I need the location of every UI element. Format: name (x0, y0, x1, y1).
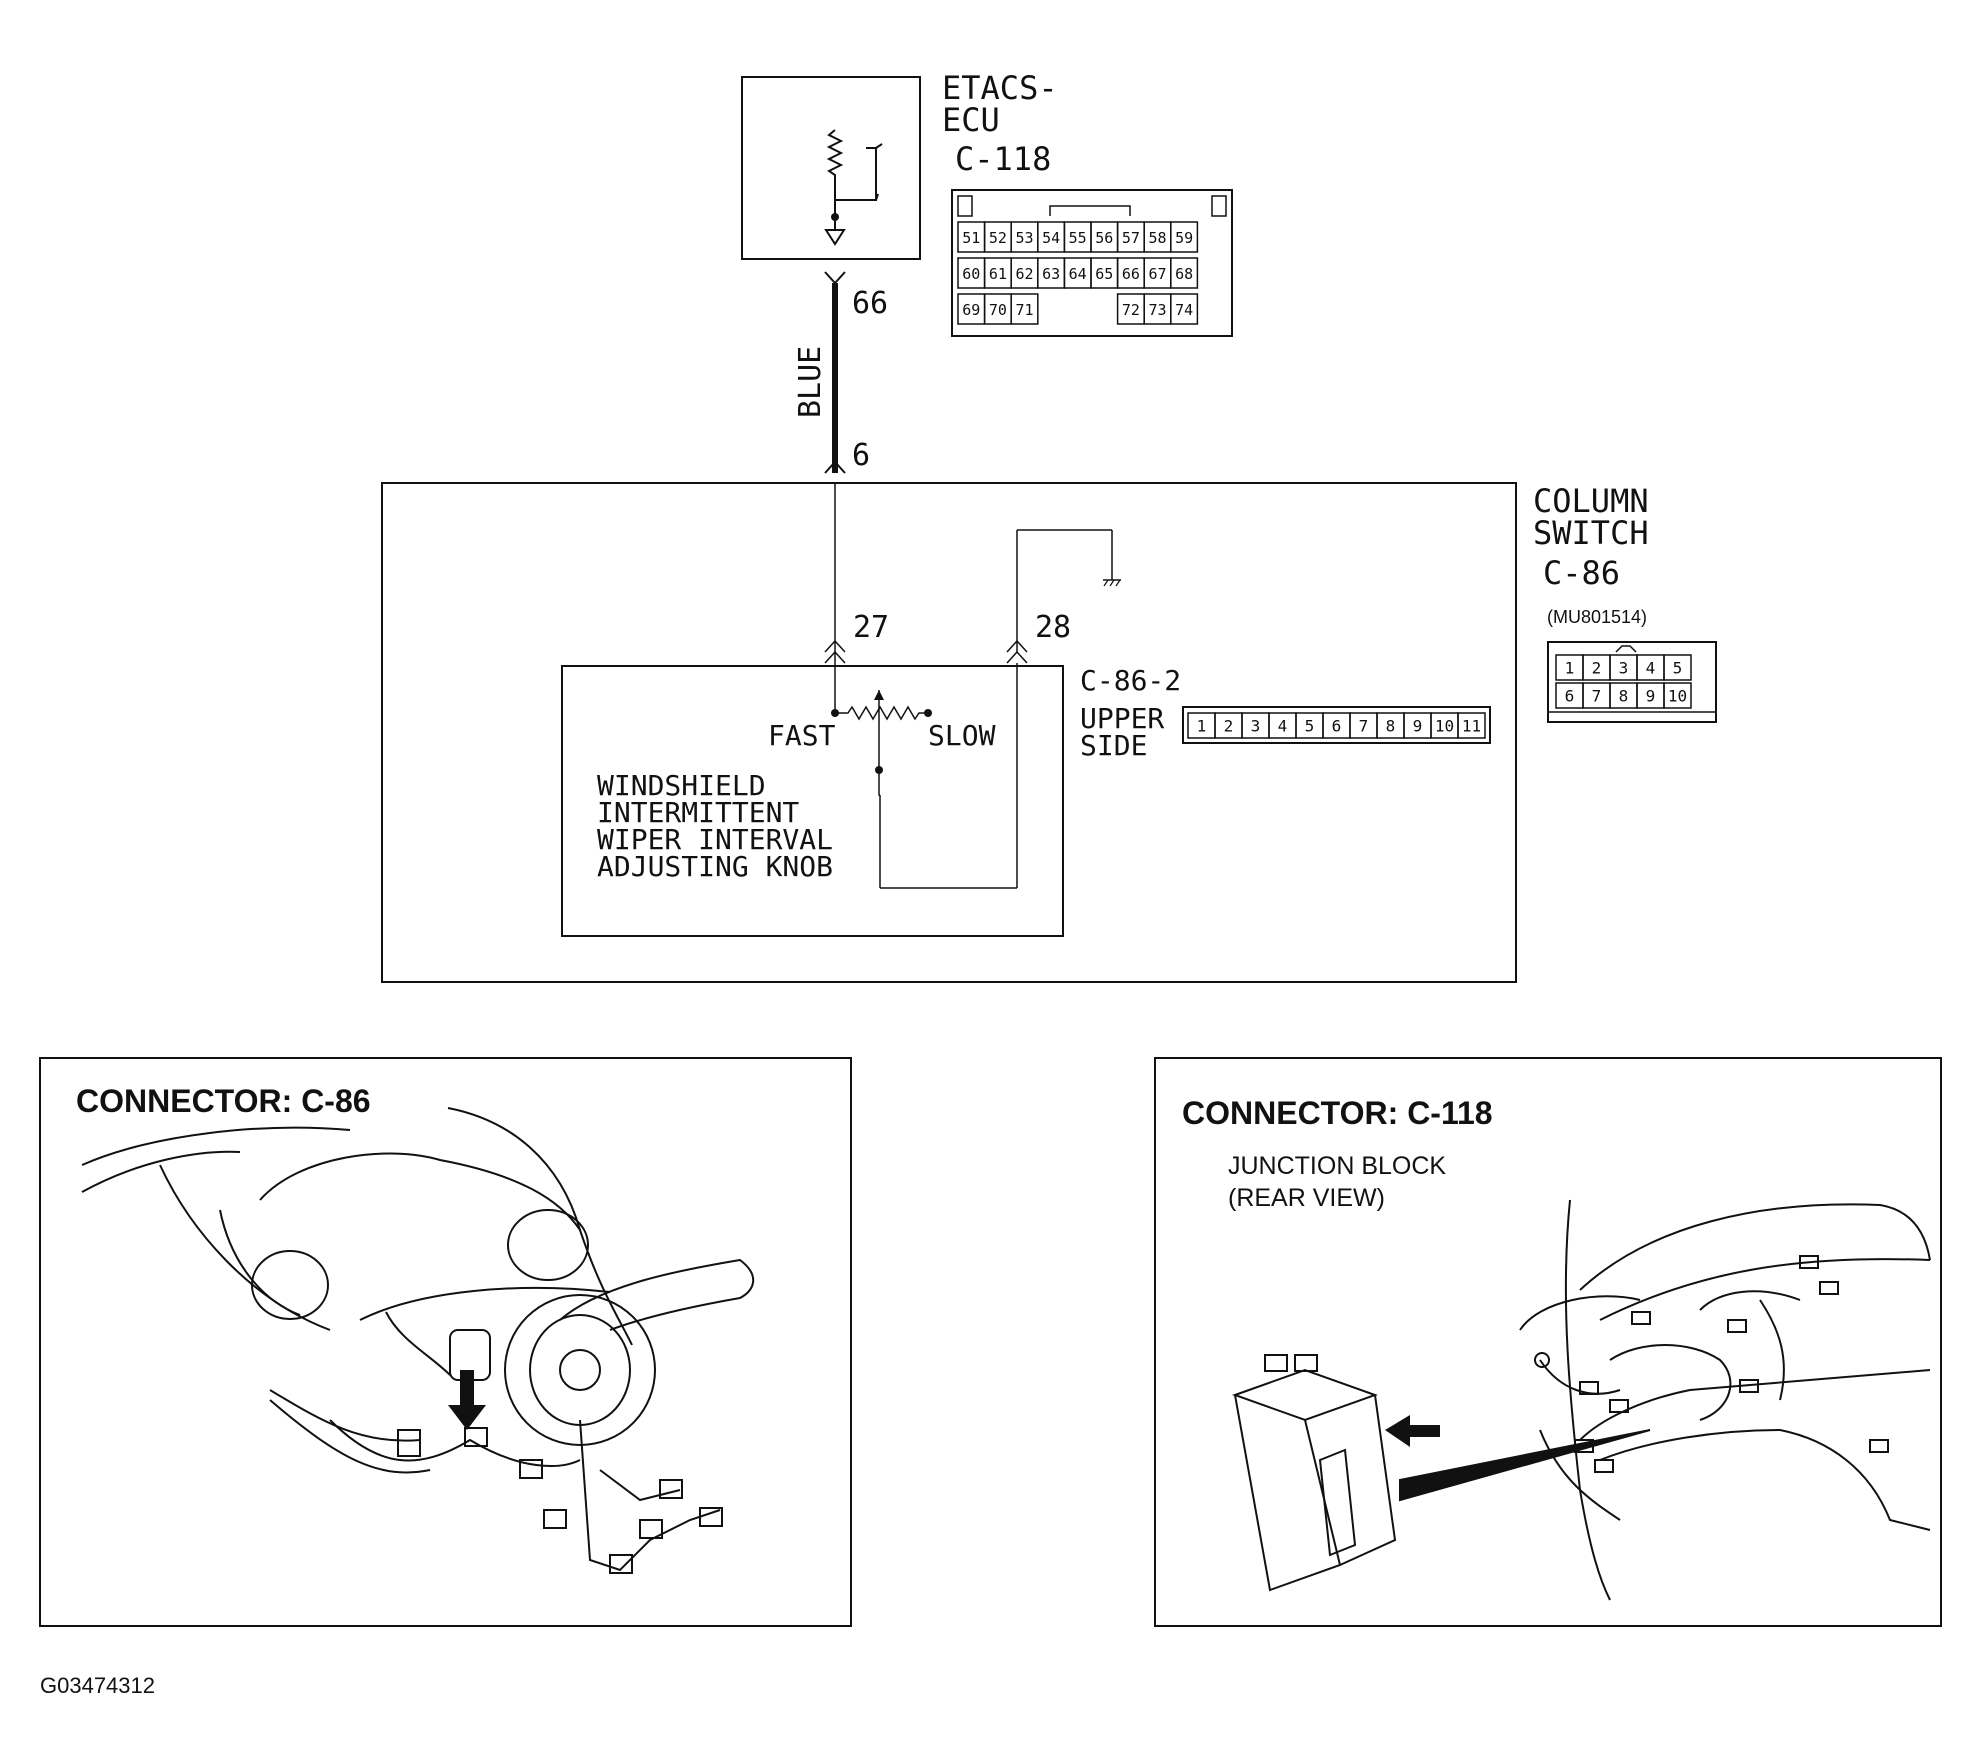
pin-number: 64 (1069, 265, 1087, 283)
pin-number: 74 (1175, 301, 1193, 319)
pin-number: 55 (1069, 229, 1087, 247)
ecu-connector-id: C-118 (955, 140, 1051, 178)
pin-number: 57 (1122, 229, 1140, 247)
pin-number: 6 (1332, 717, 1342, 736)
pin-number: 62 (1015, 265, 1033, 283)
pin-number: 2 (1224, 717, 1234, 736)
pin-number: 7 (1359, 717, 1369, 736)
pin-number: 67 (1148, 265, 1166, 283)
column-switch-part-number: (MU801514) (1547, 607, 1647, 627)
sub-connector-label-line1: UPPER (1080, 702, 1164, 735)
junction-block-caption-line1: JUNCTION BLOCK (1228, 1152, 1446, 1180)
pin-number: 1 (1565, 659, 1575, 678)
pin-number: 8 (1386, 717, 1396, 736)
pin-number: 51 (962, 229, 980, 247)
wire-color-label: BLUE (793, 346, 828, 418)
pin-number: 9 (1646, 687, 1656, 706)
pin-number: 56 (1095, 229, 1113, 247)
ground-icon (1103, 579, 1121, 587)
pin-number: 10 (1668, 687, 1687, 706)
column-switch-block (381, 482, 1517, 983)
pin-number: 72 (1122, 301, 1140, 319)
column-switch-title-line2: SWITCH (1533, 514, 1649, 552)
pin-number: 11 (1462, 717, 1481, 736)
pin-number: 68 (1175, 265, 1193, 283)
column-switch-connector-id: C-86 (1543, 554, 1620, 592)
pin-number: 54 (1042, 229, 1060, 247)
junction-block-icon (1232, 1354, 1651, 1592)
pin-number: 53 (1015, 229, 1033, 247)
steering-column-illustration (81, 1107, 755, 1574)
pin-number: 58 (1148, 229, 1166, 247)
column-switch-pin-6-label: 6 (852, 438, 870, 473)
pin-number: 4 (1278, 717, 1288, 736)
ecu-pin-grid: 51 52 53 54 55 56 57 58 59 60 61 62 63 64 65 66 67 68 69 70… (957, 221, 1199, 325)
ecu-title-line1: ETACS- (942, 69, 1058, 107)
connector-c118-panel (1154, 1057, 1942, 1627)
pin-number: 65 (1095, 265, 1113, 283)
pin-number: 8 (1619, 687, 1629, 706)
pin-number: 9 (1413, 717, 1423, 736)
pin-number: 69 (962, 301, 980, 319)
column-switch-pin-28-label: 28 (1035, 610, 1071, 645)
column-switch-title-line1: COLUMN (1533, 482, 1649, 520)
pointer-arrow-icon (1385, 1415, 1440, 1447)
pin-cell (1170, 257, 1199, 289)
connector-c86-title: CONNECTOR: C-86 (76, 1083, 371, 1119)
pin-cell (1170, 221, 1199, 253)
sub-connector-label-line2: SIDE (1080, 729, 1147, 762)
pin-number: 2 (1592, 659, 1602, 678)
pin-number: 6 (1565, 687, 1575, 706)
pin-number: 61 (989, 265, 1007, 283)
connector-c118-title: CONNECTOR: C-118 (1182, 1095, 1493, 1131)
junction-block-caption-line2: (REAR VIEW) (1228, 1184, 1385, 1212)
pin-number: 70 (989, 301, 1007, 319)
pin-number: 5 (1673, 659, 1683, 678)
pin-number: 3 (1251, 717, 1261, 736)
knob-name-line1: WINDSHIELD (597, 769, 766, 802)
pin-cell (1170, 293, 1199, 325)
arrow-icon (448, 1370, 486, 1430)
pin-number: 52 (989, 229, 1007, 247)
pin-number: 3 (1619, 659, 1629, 678)
ecu-pin-66-label: 66 (852, 286, 888, 321)
ecu-block (741, 76, 921, 260)
blue-wire (824, 271, 846, 474)
pin-number: 66 (1122, 265, 1140, 283)
pin-cell (1663, 654, 1692, 681)
pin-number: 59 (1175, 229, 1193, 247)
pin-number: 73 (1148, 301, 1166, 319)
pin-number: 71 (1015, 301, 1033, 319)
knob-name-line4: ADJUSTING KNOB (597, 850, 833, 883)
ecu-connector-face: 51 52 53 54 55 56 57 58 59 60 61 62 63 64 65 66 67 68 69 70… (951, 189, 1233, 337)
fast-label: FAST (768, 719, 836, 752)
knob-name-line2: INTERMITTENT (597, 796, 799, 829)
pin-number: 63 (1042, 265, 1060, 283)
potentiometer-icon (831, 663, 1018, 889)
dashboard-illustration (1519, 1199, 1931, 1601)
pin-number: 60 (962, 265, 980, 283)
pin-cell (1010, 293, 1039, 325)
pin-number: 10 (1435, 717, 1454, 736)
adjusting-knob-block (561, 665, 1064, 937)
pin-number: 1 (1197, 717, 1207, 736)
pin-number: 4 (1646, 659, 1656, 678)
pin-number: 5 (1305, 717, 1315, 736)
column-switch-internal-wiring (824, 483, 1121, 664)
sub-connector-id: C-86-2 (1080, 664, 1181, 697)
ecu-title-line2: ECU (942, 101, 1000, 139)
knob-name-line3: WIPER INTERVAL (597, 823, 833, 856)
column-switch-pin-27-label: 27 (853, 610, 889, 645)
pin-cell (1457, 712, 1486, 739)
slow-label: SLOW (928, 719, 996, 752)
connector-c86-panel (39, 1057, 852, 1627)
figure-id: G03474312 (40, 1673, 155, 1698)
pin-cell (1663, 682, 1692, 709)
pin-number: 7 (1592, 687, 1602, 706)
